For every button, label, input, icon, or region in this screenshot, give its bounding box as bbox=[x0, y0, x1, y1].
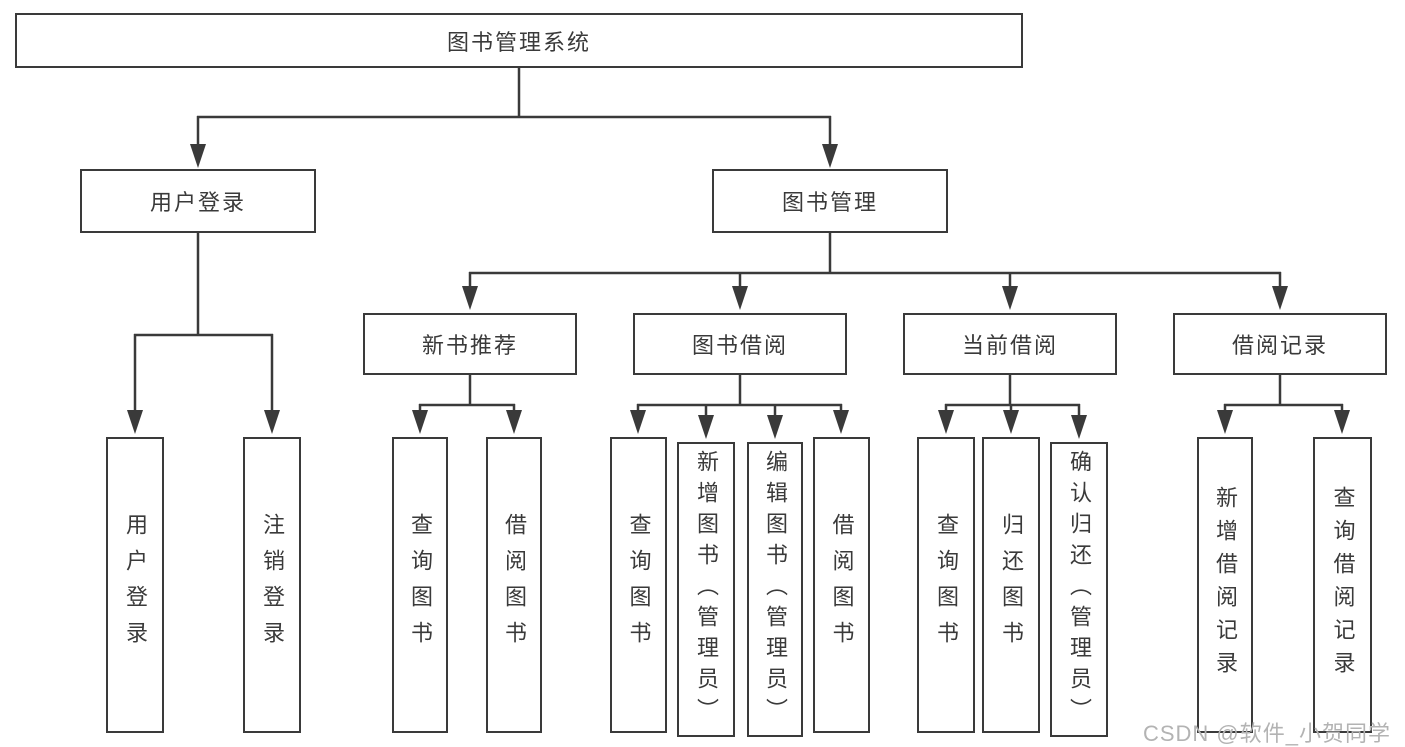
leaf-nbr-query-books: 查询图书 bbox=[392, 437, 448, 733]
leaf-label: 新增图书（管理员） bbox=[694, 450, 719, 729]
node-label: 新书推荐 bbox=[421, 333, 518, 358]
node-book-management: 图书管理 bbox=[712, 169, 948, 233]
leaf-label: 确认归还（管理员） bbox=[1067, 450, 1092, 729]
leaf-cb-confirm-return-admin: 确认归还（管理员） bbox=[1050, 442, 1108, 737]
leaf-label: 借阅图书 bbox=[502, 513, 527, 657]
leaf-br-add-record: 新增借阅记录 bbox=[1197, 437, 1253, 733]
node-library-management-system: 图书管理系统 bbox=[15, 13, 1023, 68]
node-label: 当前借阅 bbox=[961, 333, 1058, 358]
node-new-book-recommendation: 新书推荐 bbox=[363, 313, 577, 375]
leaf-bb-edit-books-admin: 编辑图书（管理员） bbox=[747, 442, 803, 737]
leaf-label: 借阅图书 bbox=[829, 513, 855, 657]
node-label: 借阅记录 bbox=[1231, 333, 1328, 358]
leaf-label: 新增借阅记录 bbox=[1213, 486, 1238, 684]
leaf-label: 归还图书 bbox=[999, 513, 1024, 657]
leaf-label: 用户登录 bbox=[123, 513, 148, 657]
csdn-watermark: CSDN @软件_小贺同学 bbox=[1142, 721, 1391, 746]
node-label: 图书借阅 bbox=[691, 333, 788, 358]
leaf-br-query-record: 查询借阅记录 bbox=[1313, 437, 1372, 733]
leaf-label: 查询借阅记录 bbox=[1330, 486, 1356, 684]
leaf-label: 编辑图书（管理员） bbox=[763, 450, 788, 729]
leaf-user-login: 用户登录 bbox=[106, 437, 164, 733]
leaf-label: 注销登录 bbox=[260, 513, 285, 657]
node-borrowing-records: 借阅记录 bbox=[1173, 313, 1387, 375]
leaf-logout-login: 注销登录 bbox=[243, 437, 301, 733]
leaf-cb-query-books: 查询图书 bbox=[917, 437, 975, 733]
node-current-borrowing: 当前借阅 bbox=[903, 313, 1117, 375]
leaf-nbr-borrow-books: 借阅图书 bbox=[486, 437, 542, 733]
node-label: 图书管理系统 bbox=[446, 29, 591, 55]
leaf-cb-return-books: 归还图书 bbox=[982, 437, 1040, 733]
leaf-label: 查询图书 bbox=[934, 513, 959, 657]
node-user-login: 用户登录 bbox=[80, 169, 316, 233]
node-book-borrowing: 图书借阅 bbox=[633, 313, 847, 375]
leaf-bb-query-books: 查询图书 bbox=[610, 437, 667, 733]
node-label: 用户登录 bbox=[149, 190, 246, 215]
leaf-label: 查询图书 bbox=[408, 513, 433, 657]
node-label: 图书管理 bbox=[781, 190, 878, 215]
leaf-bb-borrow-books: 借阅图书 bbox=[813, 437, 870, 733]
leaf-label: 查询图书 bbox=[626, 513, 652, 657]
leaf-bb-add-books-admin: 新增图书（管理员） bbox=[677, 442, 735, 737]
